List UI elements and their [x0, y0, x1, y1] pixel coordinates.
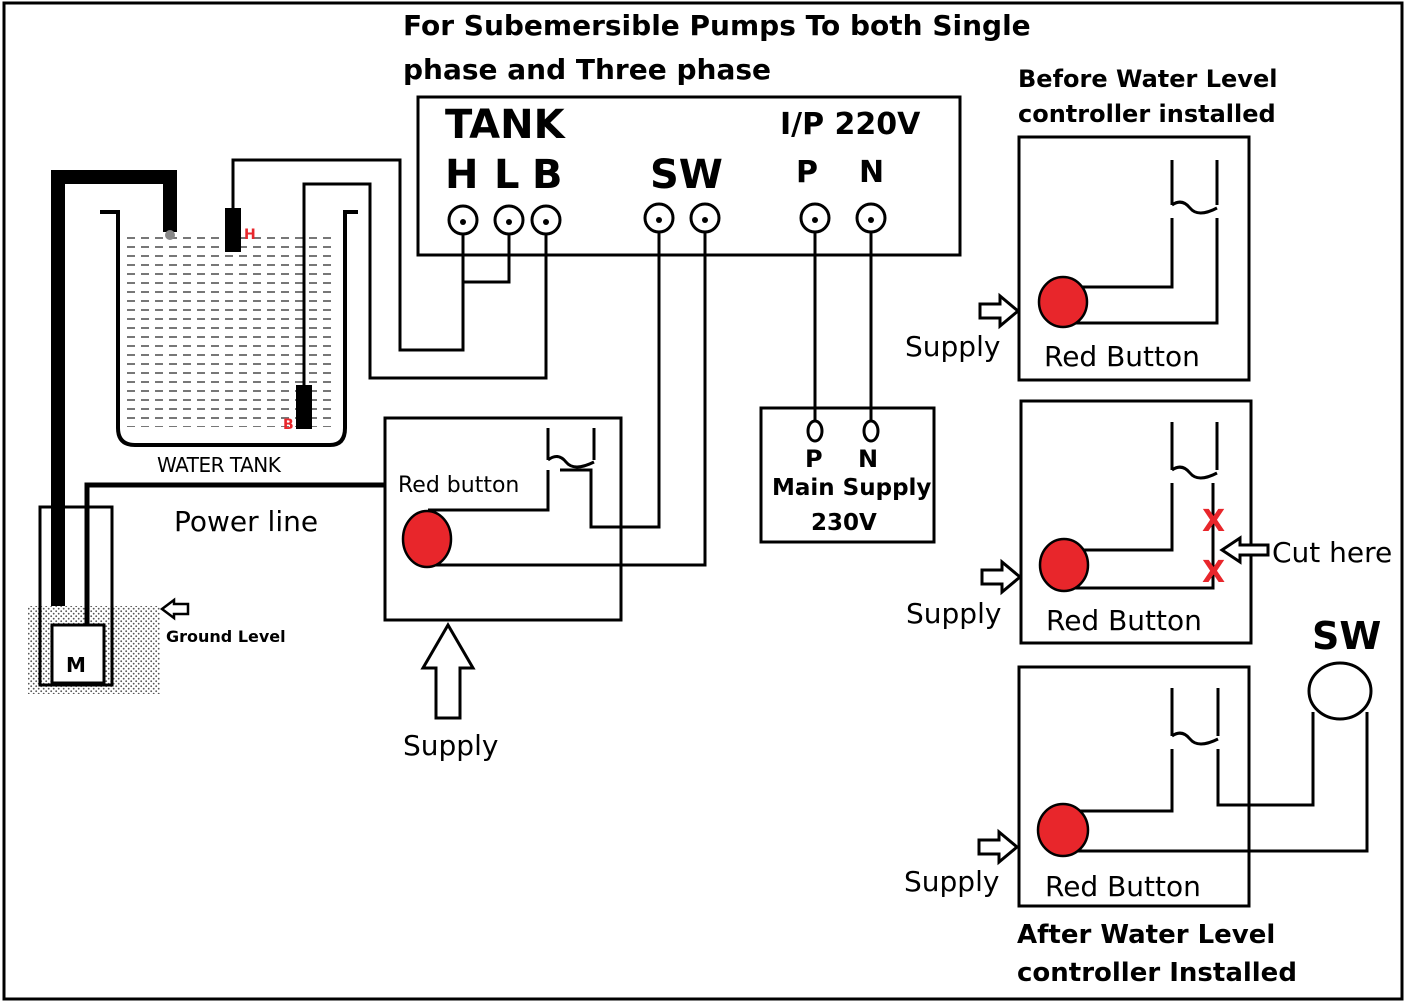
panel-cut-supply-label: Supply: [906, 597, 1002, 630]
terminal-p-label: P: [796, 155, 818, 190]
panel-before-red-button[interactable]: [1037, 275, 1089, 329]
panel-cut-supply-arrow: [980, 558, 1023, 596]
panel-before-caption-1: Before Water Level: [1018, 65, 1278, 93]
panel-after-supply-arrow: [977, 828, 1020, 866]
power-line-label: Power line: [174, 505, 319, 538]
starter-box: [383, 416, 623, 622]
starter-button-label: Red button: [398, 473, 520, 498]
main-supply-n-label: N: [858, 445, 879, 473]
panel-after-sw-label: SW: [1312, 614, 1382, 658]
starter-contact: [428, 428, 596, 512]
terminal-h-label: H: [445, 152, 479, 198]
cut-mark-2: X: [1202, 555, 1226, 590]
controller-input-label: I/P 220V: [780, 107, 921, 142]
panel-after-supply-label: Supply: [904, 865, 1000, 898]
terminal-l-label: L: [494, 152, 520, 198]
panel-before-wiring: [1062, 160, 1219, 325]
title-line-1: For Subemersible Pumps To both Single: [403, 9, 1031, 42]
panel-before-caption-2: controller installed: [1018, 100, 1276, 128]
panel-after-wiring: [1062, 688, 1369, 853]
ground-level-label: Ground Level: [166, 627, 286, 646]
cut-mark-1: X: [1202, 504, 1226, 539]
panel-after-caption-1: After Water Level: [1017, 920, 1276, 950]
panel-cut-red-button[interactable]: [1038, 537, 1090, 593]
panel-before-supply-arrow: [978, 292, 1021, 330]
panel-after-red-button[interactable]: [1036, 802, 1090, 858]
probe-h-label: H: [244, 227, 256, 243]
controller-terminals: [447, 202, 887, 236]
probe-b: [296, 182, 548, 429]
cut-here-label: Cut here: [1272, 536, 1393, 569]
panel-cut-button-label: Red Button: [1046, 604, 1202, 637]
water-tank-label: WATER TANK: [157, 453, 281, 477]
panel-cut-box: [1019, 399, 1253, 645]
ground-level-arrow: [159, 597, 190, 621]
starter-red-button[interactable]: [401, 509, 453, 569]
terminal-sw-label: SW: [650, 152, 723, 198]
panel-after-button-label: Red Button: [1045, 870, 1201, 903]
panel-after-box: [1017, 665, 1251, 908]
tank-walls: [100, 210, 358, 447]
delivery-pipe: [51, 170, 177, 628]
terminal-b-label: B: [532, 152, 563, 198]
terminal-n-label: N: [859, 155, 885, 190]
probe-h: [225, 158, 465, 352]
main-supply-voltage: 230V: [811, 510, 877, 536]
panel-cut-wiring: [1065, 422, 1219, 590]
controller-tank-label: TANK: [445, 102, 565, 148]
starter-supply-label: Supply: [403, 729, 499, 762]
wire-l: [463, 220, 511, 284]
motor-label: M: [66, 653, 86, 677]
panel-before-button-label: Red Button: [1044, 340, 1200, 373]
panel-before-supply-label: Supply: [905, 330, 1001, 363]
sw-switch-circle[interactable]: [1307, 661, 1373, 721]
main-supply-box: [759, 406, 936, 544]
wire-sw1: [560, 232, 661, 529]
main-supply-p-label: P: [805, 445, 823, 473]
wire-sw2: [428, 232, 707, 567]
supply-up-arrow: [420, 622, 476, 720]
bore-casing: [38, 505, 114, 687]
probe-b-label: B: [283, 417, 294, 433]
panel-before-box: [1017, 135, 1251, 382]
title-line-2: phase and Three phase: [403, 53, 771, 86]
main-supply-label: Main Supply: [772, 475, 932, 501]
motor-box: [50, 623, 106, 685]
panel-after-caption-2: controller Installed: [1017, 958, 1297, 988]
pipe-outlet: [165, 230, 175, 240]
power-line-wire: [84, 482, 385, 625]
controller-box: [416, 95, 962, 257]
cut-here-arrow: [1219, 535, 1270, 565]
